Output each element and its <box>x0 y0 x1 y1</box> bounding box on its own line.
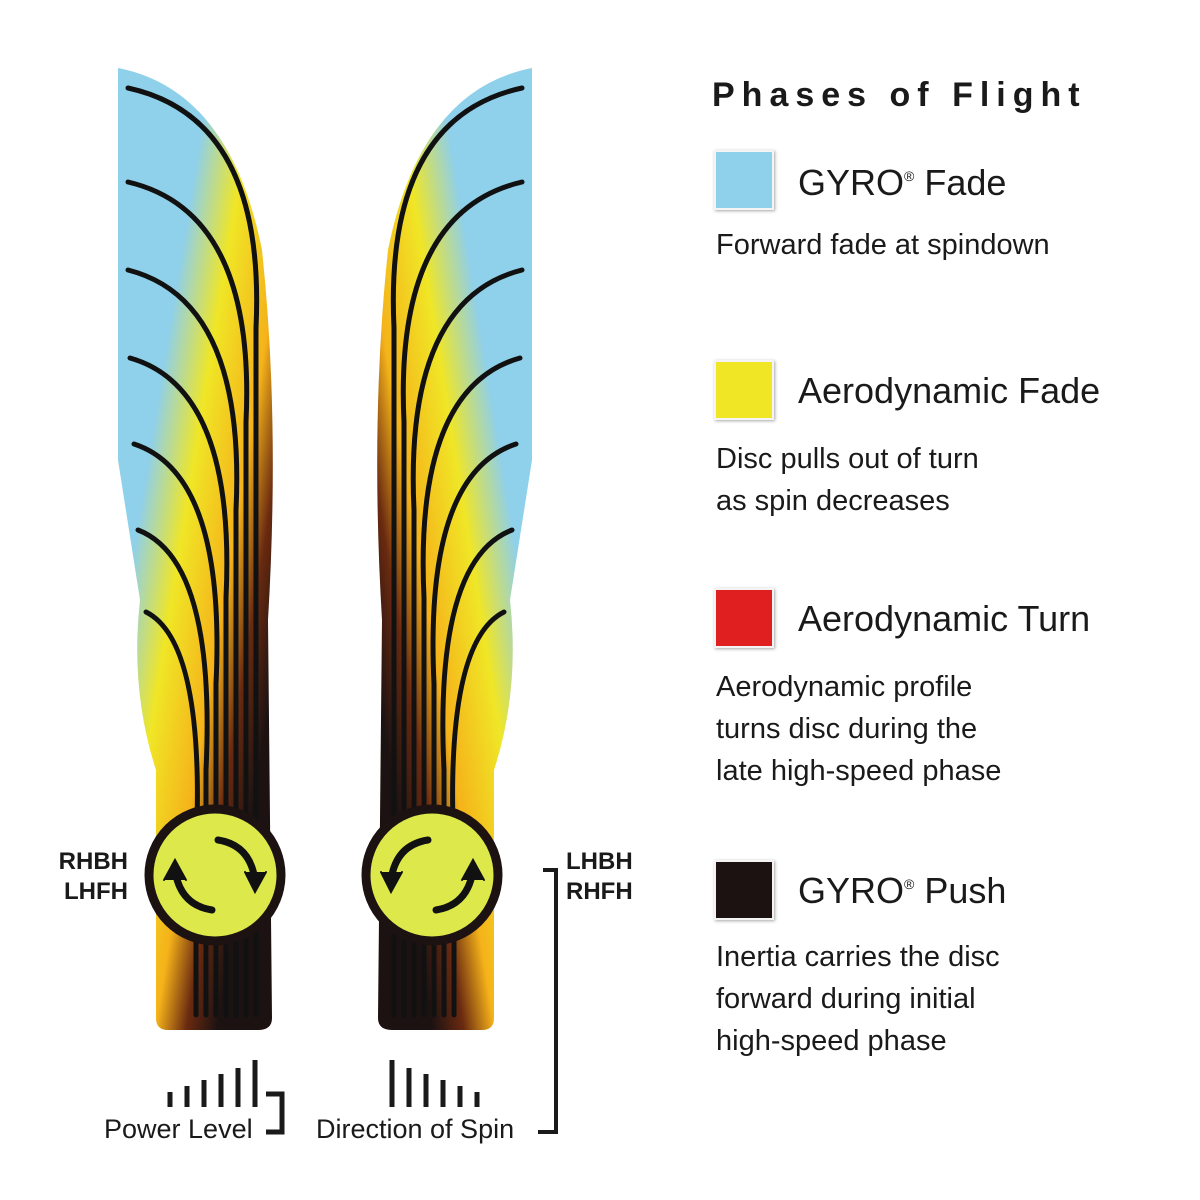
aero-turn-swatch <box>714 588 774 648</box>
power-level-label: Power Level <box>104 1114 253 1145</box>
gyro-fade-description: Forward fade at spindown <box>716 224 1050 266</box>
right-throw-types: LHBH RHFH <box>566 847 636 907</box>
gyro-push-description: Inertia carries the disc forward during … <box>716 936 1000 1062</box>
aero-fade-label: Aerodynamic Fade <box>798 370 1100 412</box>
direction-of-spin-label: Direction of Spin <box>316 1114 514 1145</box>
range-bracket <box>538 870 556 1132</box>
aero-turn-description: Aerodynamic profile turns disc during th… <box>716 666 1001 792</box>
throw-rhfh: RHFH <box>566 877 636 907</box>
gyro-push-label: GYRO® Push <box>798 870 1006 912</box>
throw-rhbh: RHBH <box>40 847 128 877</box>
flight-diagram <box>0 0 660 1200</box>
right-spin-indicator <box>366 809 498 941</box>
left-throw-types: RHBH LHFH <box>40 847 128 907</box>
throw-lhfh: LHFH <box>40 877 128 907</box>
aero-fade-description: Disc pulls out of turn as spin decreases <box>716 438 979 522</box>
throw-lhbh: LHBH <box>566 847 636 877</box>
aero-turn-label: Aerodynamic Turn <box>798 598 1090 640</box>
gyro-push-swatch <box>714 860 774 920</box>
aero-fade-swatch <box>714 360 774 420</box>
gyro-fade-label: GYRO® Fade <box>798 162 1006 204</box>
left-spin-indicator <box>149 809 281 941</box>
legend-title: Phases of Flight <box>712 76 1087 115</box>
gyro-fade-swatch <box>714 150 774 210</box>
direction-level-icon <box>392 1060 477 1107</box>
